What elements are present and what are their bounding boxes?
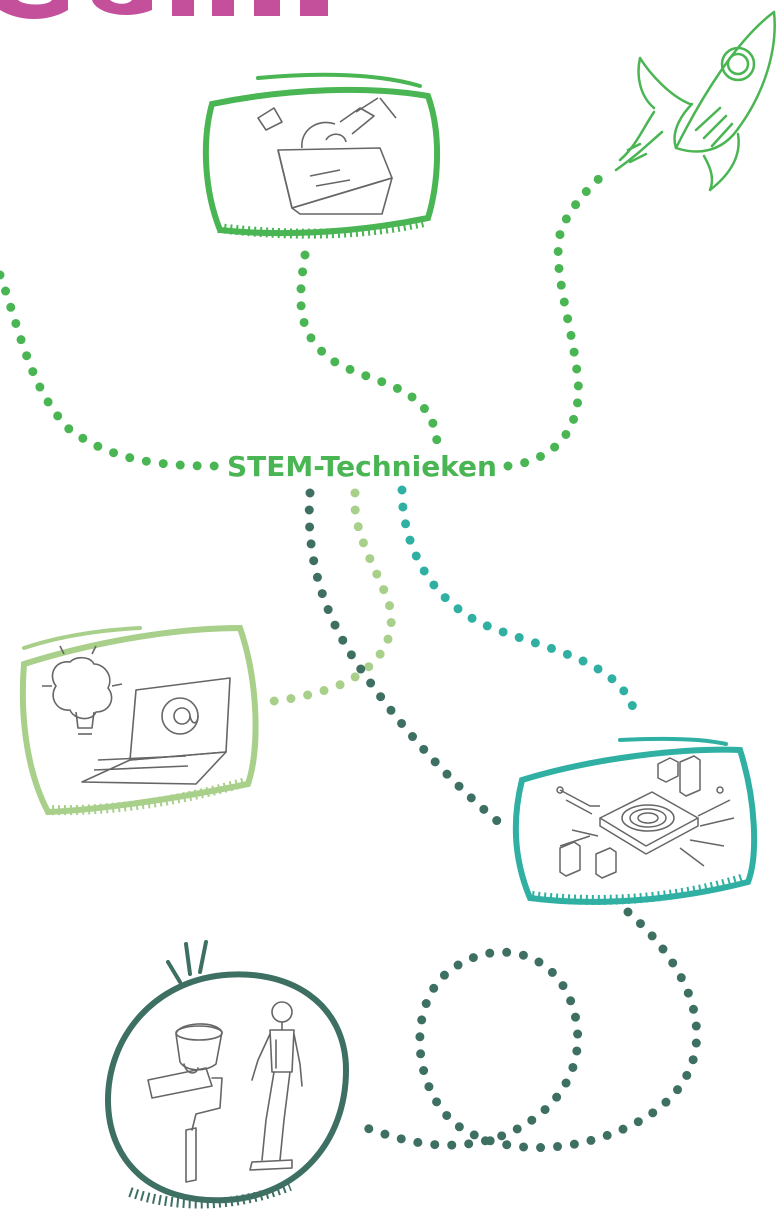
connector-fingerprint-teal bbox=[397, 485, 641, 723]
connector-left bbox=[0, 270, 220, 471]
connector-fingerprint-dark bbox=[304, 488, 507, 830]
frame-accent-stroke bbox=[256, 72, 422, 88]
frame-hatch bbox=[45, 777, 248, 816]
toolbox-icon bbox=[257, 97, 397, 215]
cropped-title-letters bbox=[0, 0, 328, 19]
frame-hatch bbox=[217, 217, 426, 239]
node-rocket[interactable] bbox=[614, 10, 776, 192]
node-paint-mannequin[interactable] bbox=[104, 940, 350, 1209]
connector-laptop bbox=[260, 488, 396, 707]
center-label: STEM-Technieken bbox=[227, 450, 497, 483]
node-toolbox[interactable] bbox=[202, 72, 440, 239]
node-frame bbox=[512, 746, 758, 905]
frame-accent-stroke bbox=[22, 626, 142, 650]
node-laptop-brain[interactable] bbox=[19, 624, 259, 816]
fingerprint-circuit-icon bbox=[556, 755, 735, 879]
laptop-brain-icon bbox=[42, 645, 231, 785]
connector-mannequin-loop bbox=[353, 907, 702, 1152]
paint-mannequin-icon bbox=[147, 1001, 303, 1183]
node-frame bbox=[19, 624, 259, 816]
frame-accent-stroke bbox=[618, 736, 728, 746]
rocket-icon bbox=[614, 10, 776, 192]
node-fingerprint-circuit[interactable] bbox=[512, 736, 758, 905]
connector-toolbox bbox=[296, 250, 442, 447]
accent-marks bbox=[166, 940, 208, 984]
frame-hatch bbox=[531, 873, 746, 905]
node-frame bbox=[104, 971, 350, 1204]
connector-rocket bbox=[503, 168, 610, 471]
node-frame bbox=[202, 86, 440, 237]
frame-hatch bbox=[128, 1181, 292, 1209]
